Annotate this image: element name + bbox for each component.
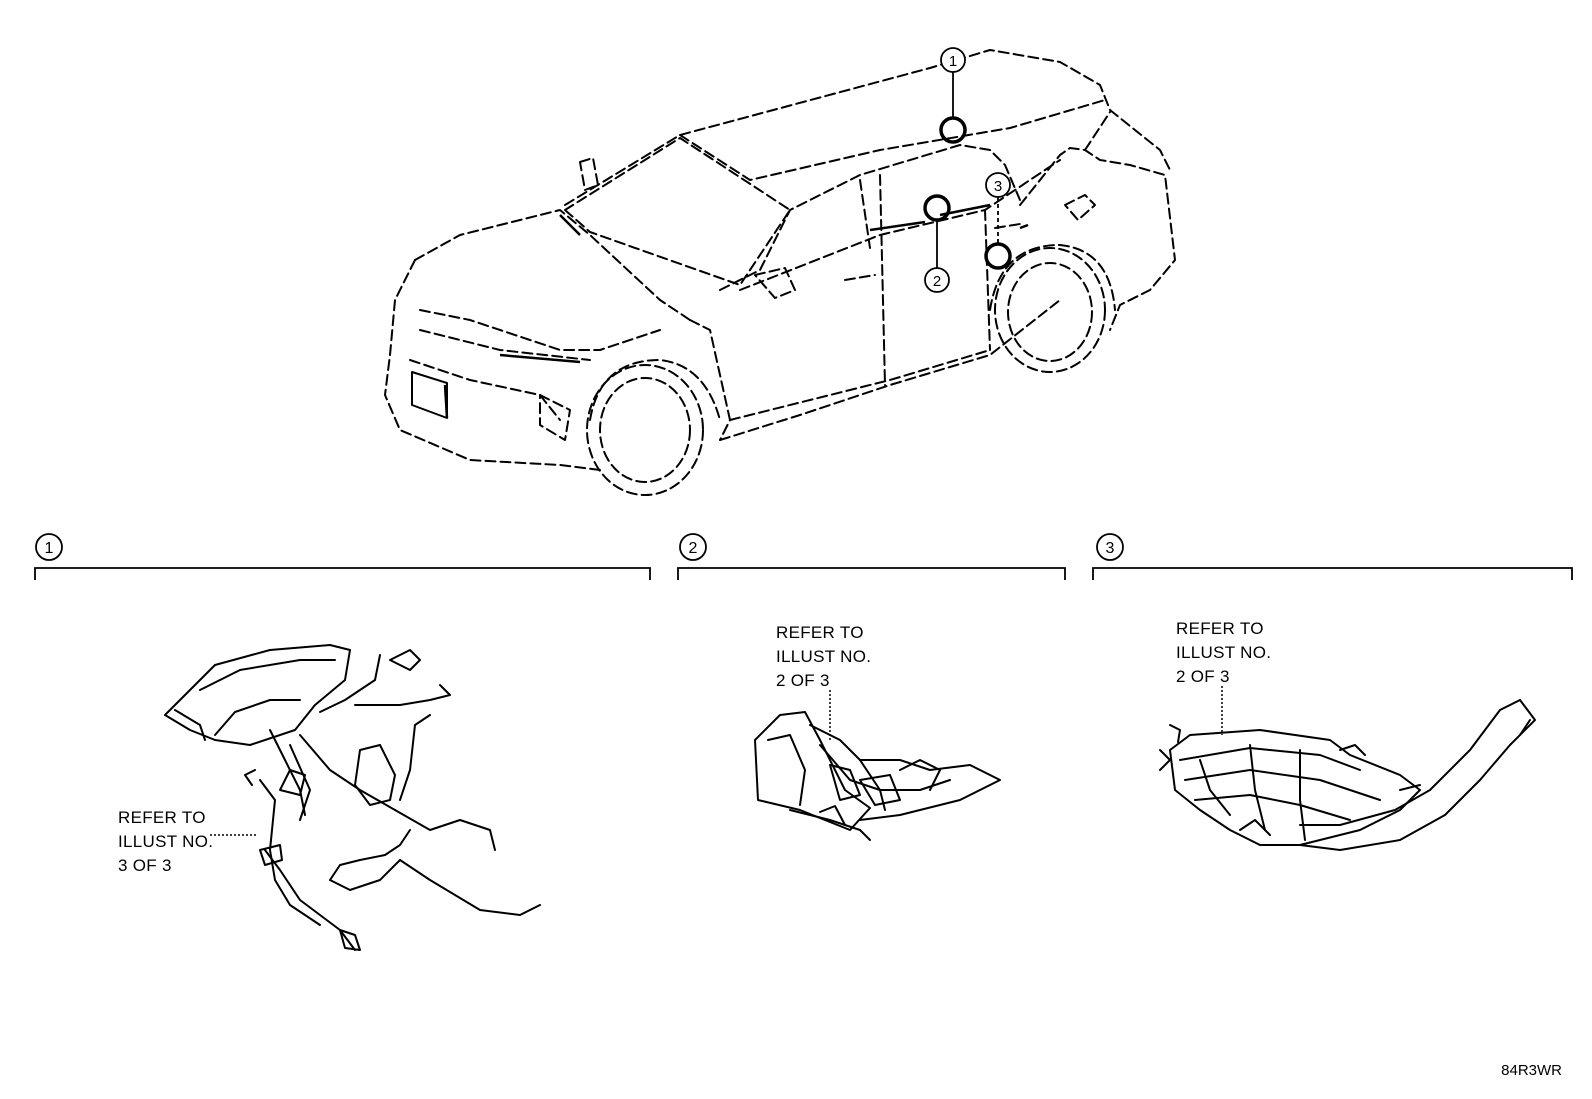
- section-2-number: 2: [689, 540, 698, 557]
- location-marker-3: [984, 242, 1012, 270]
- callout-3: 3: [984, 172, 1012, 270]
- refer-label-section-2: REFER TO ILLUST NO. 2 OF 3: [776, 623, 872, 690]
- section-1-number: 1: [45, 540, 54, 557]
- refer-label-section-1: REFER TO ILLUST NO. 3 OF 3: [118, 808, 214, 875]
- callout-2-number: 2: [933, 273, 941, 290]
- section-3-header: [1092, 533, 1573, 580]
- callout-1: 1: [939, 47, 967, 144]
- vehicle-details: [443, 203, 1029, 419]
- vehicle-outline: [384, 49, 1176, 496]
- refer-label-section-3: REFER TO ILLUST NO. 2 OF 3: [1176, 619, 1272, 686]
- callout-1-number: 1: [949, 53, 957, 70]
- section-1-header: [34, 533, 651, 580]
- callout-2: 2: [923, 194, 951, 293]
- illustration-code: 84R3WR: [1501, 1062, 1562, 1079]
- wire-harness-2: [754, 711, 1001, 841]
- location-marker-2: [923, 194, 951, 222]
- section-2-header: [677, 533, 1066, 580]
- callout-3-number: 3: [994, 178, 1002, 195]
- location-marker-1: [939, 116, 967, 144]
- wire-harness-1: [164, 644, 541, 951]
- wire-harness-3: [1159, 699, 1536, 851]
- section-3-number: 3: [1106, 540, 1115, 557]
